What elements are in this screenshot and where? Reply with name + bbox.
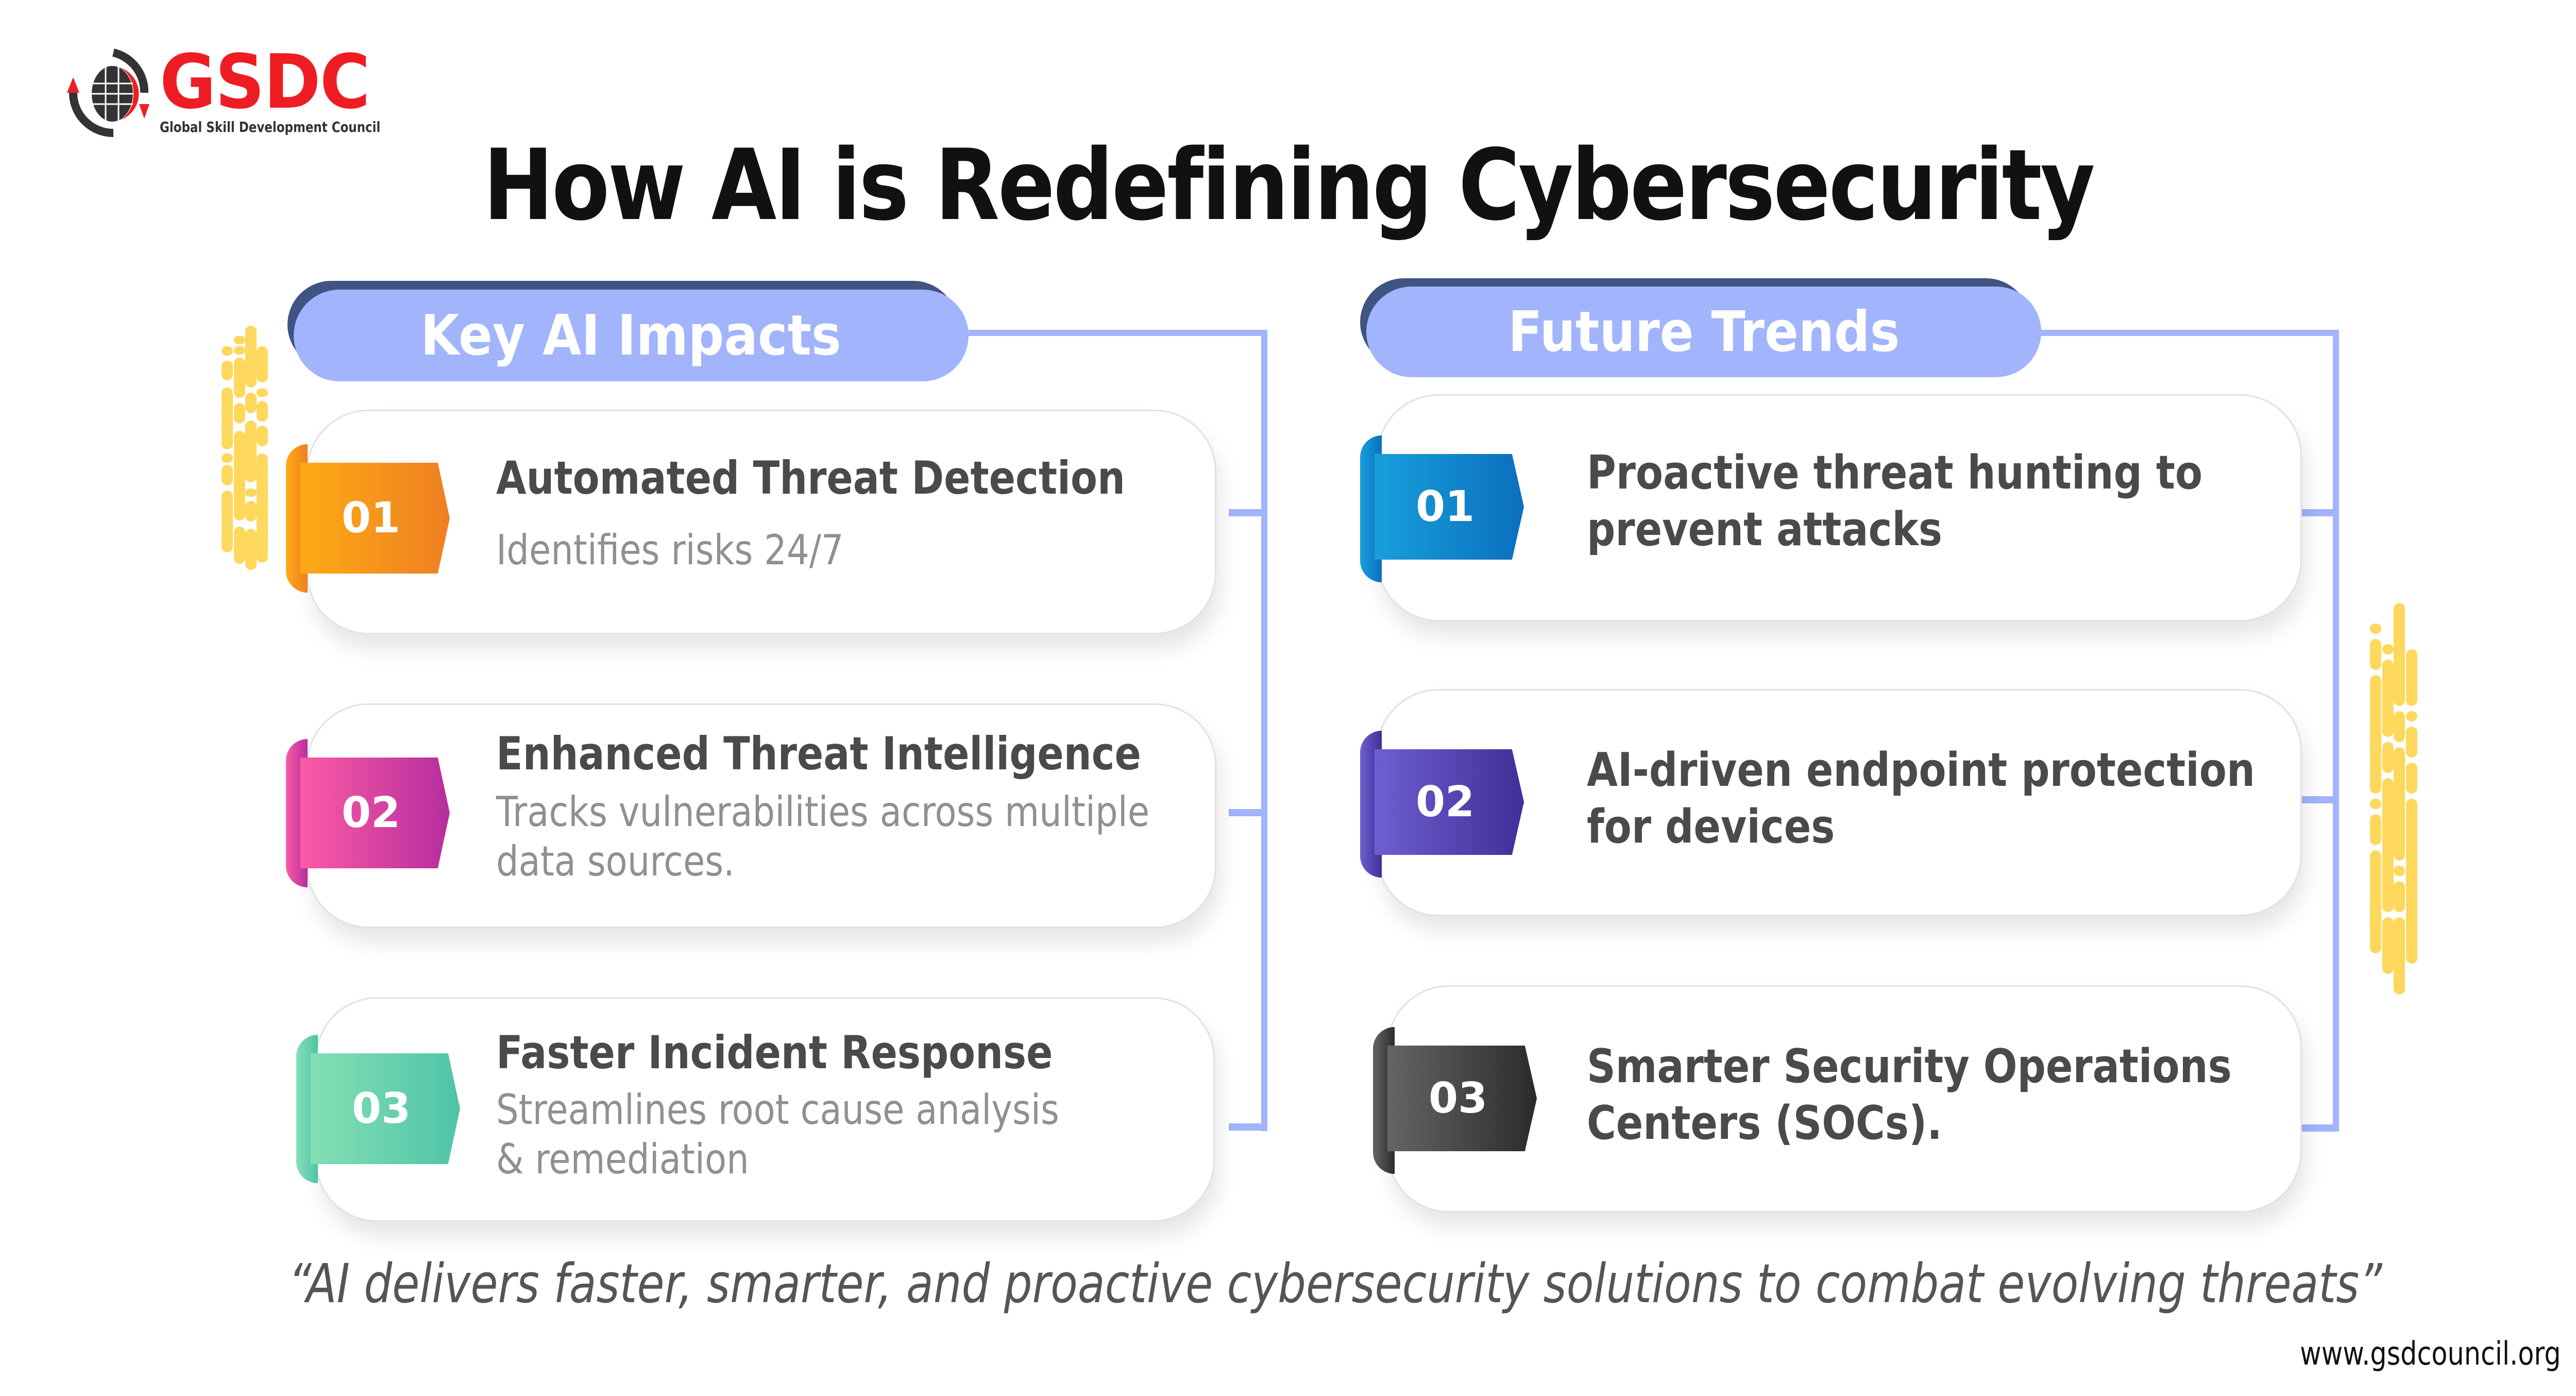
impact-title: Automated Threat Detection	[496, 451, 1125, 504]
decorative-dashes-right	[2360, 603, 2442, 1005]
connector-line-vertical-right	[2333, 330, 2339, 1131]
logo-wordmark: GSDC	[160, 39, 370, 126]
impact-card-3: Faster Incident Response Streamlines roo…	[315, 997, 1215, 1222]
gsdc-logo: GSDC Global Skill Development Council	[67, 41, 386, 144]
impact-description: Streamlines root cause analysis & remedi…	[496, 1086, 1059, 1183]
section-header-trends: Future Trends	[1366, 287, 2041, 377]
connector-stub-right-1	[2297, 509, 2339, 516]
decorative-dashes-left	[206, 309, 289, 598]
connector-line-top-left	[969, 330, 1267, 336]
connector-stub-left-1	[1229, 509, 1267, 516]
badge-number: 02	[1375, 749, 1524, 855]
impact-card-1: Automated Threat Detection Identifies ri…	[307, 410, 1216, 634]
connector-stub-right-3	[2297, 1124, 2339, 1132]
impact-title: Enhanced Threat Intelligence	[496, 727, 1141, 780]
trend-badge-1: 01	[1360, 435, 1535, 582]
page-title: How AI is Redefining Cybersecurity	[483, 128, 2095, 242]
connector-stub-left-3	[1229, 1123, 1267, 1131]
trend-card-2: AI-driven endpoint protection for device…	[1377, 689, 2302, 916]
logo-tagline: Global Skill Development Council	[160, 119, 381, 136]
impact-description: Tracks vulnerabilities across multiple d…	[496, 788, 1150, 885]
trend-text: AI-driven endpoint protection for device…	[1587, 743, 2256, 854]
trend-text: Proactive threat hunting to prevent atta…	[1587, 446, 2203, 557]
impact-card-2: Enhanced Threat Intelligence Tracks vuln…	[307, 703, 1216, 928]
section-heading-trends: Future Trends	[1507, 299, 1900, 364]
connector-line-vertical-left	[1261, 330, 1267, 1131]
section-heading-impacts: Key AI Impacts	[420, 303, 842, 368]
connector-line-top-right	[2035, 330, 2339, 336]
badge-number: 02	[300, 758, 450, 868]
closing-quote: “AI delivers faster, smarter, and proact…	[289, 1252, 2382, 1315]
badge-number: 03	[1387, 1046, 1537, 1151]
badge-number: 01	[1375, 454, 1524, 560]
globe-icon	[67, 48, 149, 137]
trend-badge-2: 02	[1360, 731, 1535, 878]
website-link[interactable]: www.gsdcouncil.org	[2300, 1335, 2561, 1372]
trend-text: Smarter Security Operations Centers (SOC…	[1587, 1039, 2232, 1150]
impact-badge-3: 03	[296, 1035, 471, 1183]
connector-stub-left-2	[1229, 809, 1267, 816]
badge-number: 01	[300, 463, 450, 574]
impact-badge-1: 01	[286, 444, 461, 593]
badge-number: 03	[311, 1053, 460, 1164]
trend-card-3: Smarter Security Operations Centers (SOC…	[1387, 985, 2302, 1213]
trend-badge-3: 03	[1373, 1027, 1548, 1174]
connector-stub-right-2	[2297, 796, 2339, 803]
impact-description: Identifies risks 24/7	[496, 526, 844, 574]
section-header-impacts: Key AI Impacts	[294, 290, 969, 381]
impact-badge-2: 02	[286, 739, 461, 887]
impact-title: Faster Incident Response	[496, 1026, 1053, 1079]
